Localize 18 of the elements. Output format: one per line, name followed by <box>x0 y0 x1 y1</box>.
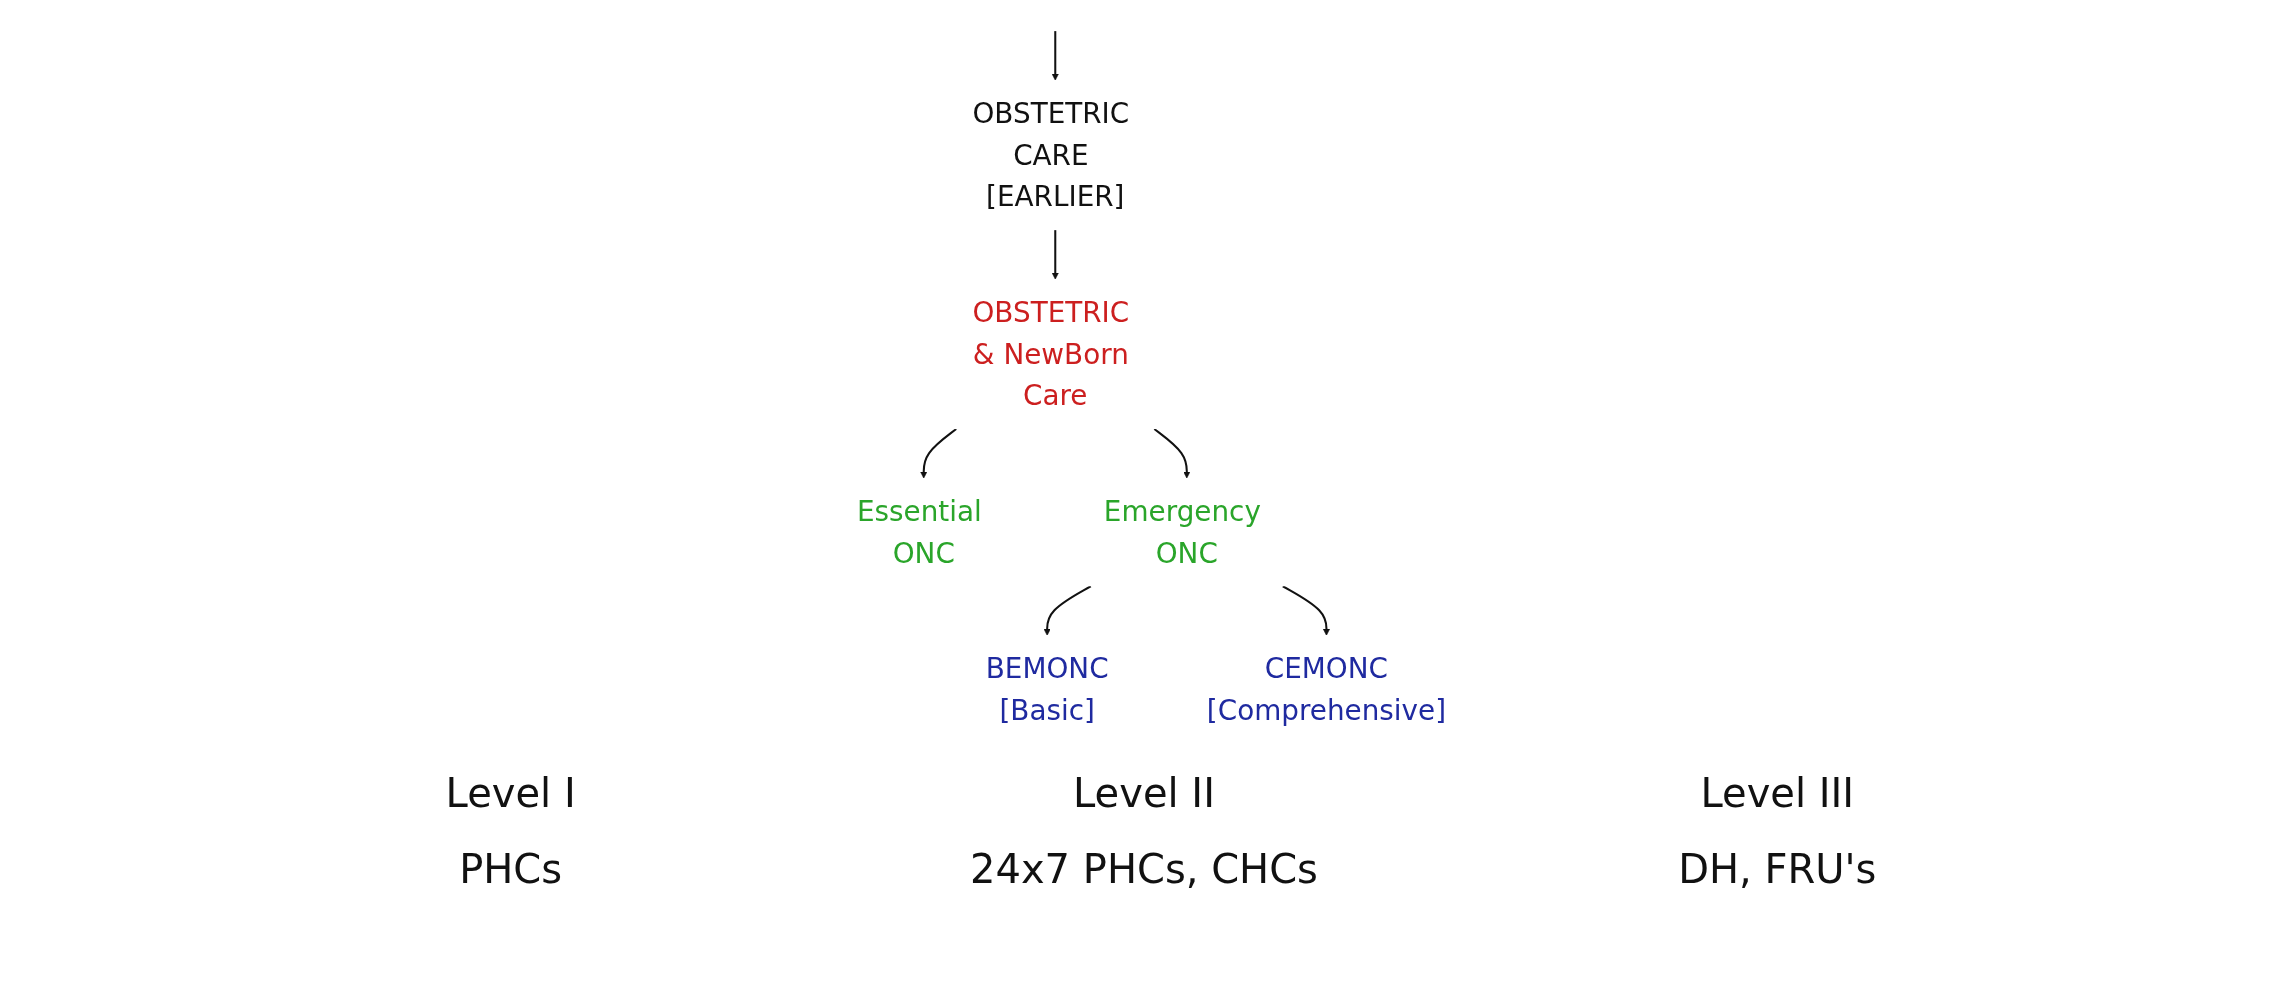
arrow <box>1051 230 1059 280</box>
arrow <box>920 428 957 479</box>
node-text: Essential ONC <box>856 494 982 570</box>
level-note: Level III <box>1700 770 1855 816</box>
level-note: DH, FRU's <box>1678 846 1877 892</box>
level-note: PHCs <box>459 846 563 892</box>
arrow <box>1153 428 1191 479</box>
level-note: Level I <box>445 770 576 816</box>
arrow <box>1043 585 1092 636</box>
node-text: OBSTETRIC & NewBorn Care <box>972 295 1130 412</box>
node-text: BEMONC [Basic] <box>985 651 1109 727</box>
node-text: Emergency ONC <box>1103 494 1261 570</box>
node-text: OBSTETRIC CARE [EARLIER] <box>972 96 1130 213</box>
level-note: Level II <box>1073 770 1215 816</box>
arrow <box>1051 31 1059 81</box>
node-text: CEMONC [Comprehensive] <box>1206 651 1447 727</box>
level-note: 24x7 PHCs, CHCs <box>970 846 1318 892</box>
arrow <box>1282 585 1331 636</box>
